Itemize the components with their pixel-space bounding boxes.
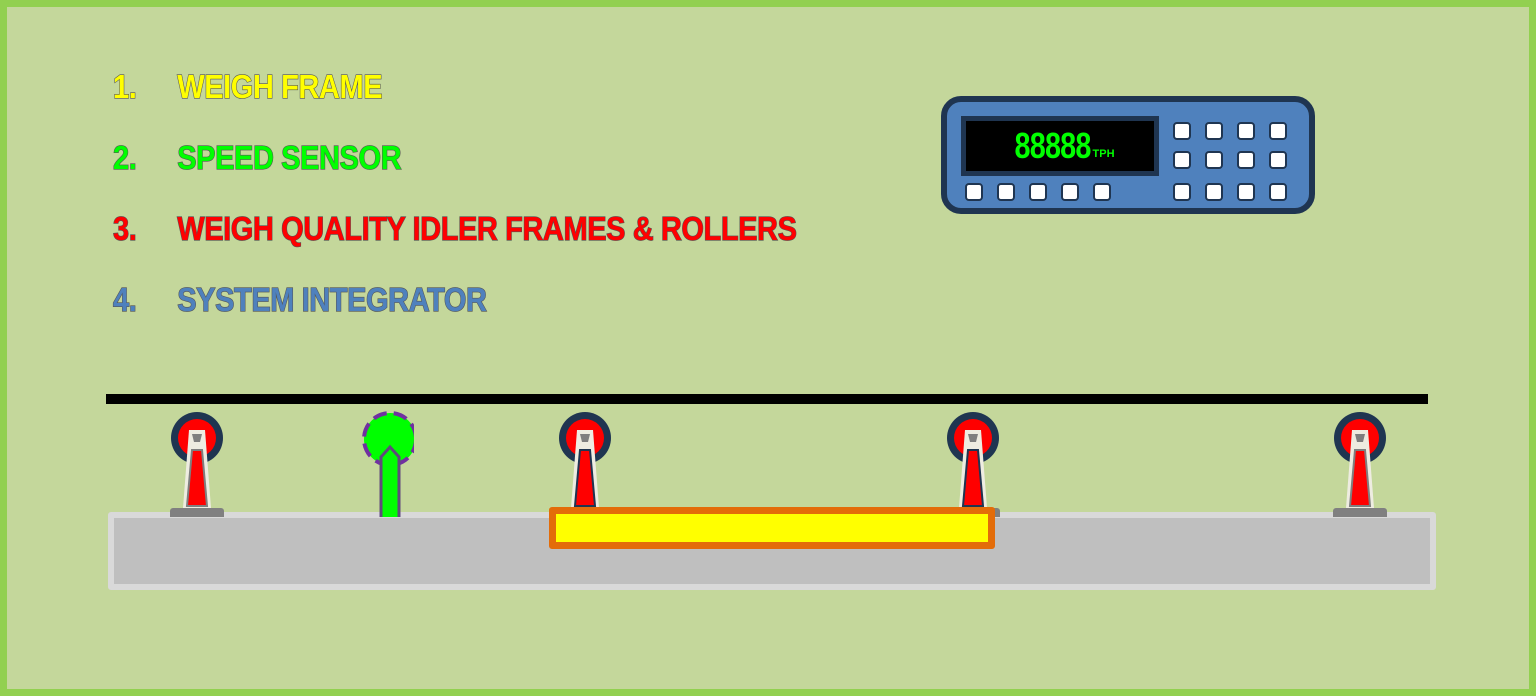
legend-item-weigh-frame: 1. WEIGH FRAME: [112, 67, 383, 106]
legend-label: SYSTEM INTEGRATOR: [177, 280, 488, 318]
legend-number: 1.: [112, 67, 137, 105]
keypad-key[interactable]: [1205, 122, 1223, 140]
keypad-key[interactable]: [1237, 122, 1255, 140]
legend-label: WEIGH QUALITY IDLER FRAMES & ROLLERS: [177, 209, 798, 247]
legend-item-system-integrator: 4. SYSTEM INTEGRATOR: [112, 280, 488, 319]
legend-item-speed-sensor: 2. SPEED SENSOR: [112, 138, 402, 177]
keypad-key[interactable]: [1269, 122, 1287, 140]
integrator-key[interactable]: [1093, 183, 1111, 201]
display-value: 88888: [1014, 125, 1092, 166]
keypad-key[interactable]: [1173, 183, 1191, 201]
legend-label: SPEED SENSOR: [177, 138, 402, 176]
legend-number: 3.: [112, 209, 137, 247]
legend-number: 4.: [112, 280, 137, 318]
legend-number: 2.: [112, 138, 137, 176]
idler-roller-icon: [1333, 412, 1387, 517]
keypad-key[interactable]: [1205, 151, 1223, 169]
keypad-key[interactable]: [1269, 151, 1287, 169]
integrator-display: 88888 TPH: [961, 116, 1159, 176]
weigh-frame: [549, 507, 995, 549]
keypad-key[interactable]: [1173, 151, 1191, 169]
integrator-key[interactable]: [997, 183, 1015, 201]
legend-item-idler-frames: 3. WEIGH QUALITY IDLER FRAMES & ROLLERS: [112, 209, 798, 248]
keypad-key[interactable]: [1205, 183, 1223, 201]
integrator-key[interactable]: [1061, 183, 1079, 201]
weigh-idler-roller-icon: [946, 412, 1000, 517]
keypad-key[interactable]: [1237, 183, 1255, 201]
legend-label: WEIGH FRAME: [177, 67, 383, 105]
weigh-idler-roller-icon: [558, 412, 612, 517]
display-unit: TPH: [1092, 148, 1115, 160]
keypad-key[interactable]: [1269, 183, 1287, 201]
speed-sensor-icon: [362, 411, 414, 517]
keypad-key[interactable]: [1173, 122, 1191, 140]
idler-roller-icon: [170, 412, 224, 517]
keypad-key[interactable]: [1237, 151, 1255, 169]
integrator-key[interactable]: [965, 183, 983, 201]
conveyor-belt: [106, 394, 1428, 404]
system-integrator: 88888 TPH: [941, 96, 1315, 214]
integrator-key[interactable]: [1029, 183, 1047, 201]
